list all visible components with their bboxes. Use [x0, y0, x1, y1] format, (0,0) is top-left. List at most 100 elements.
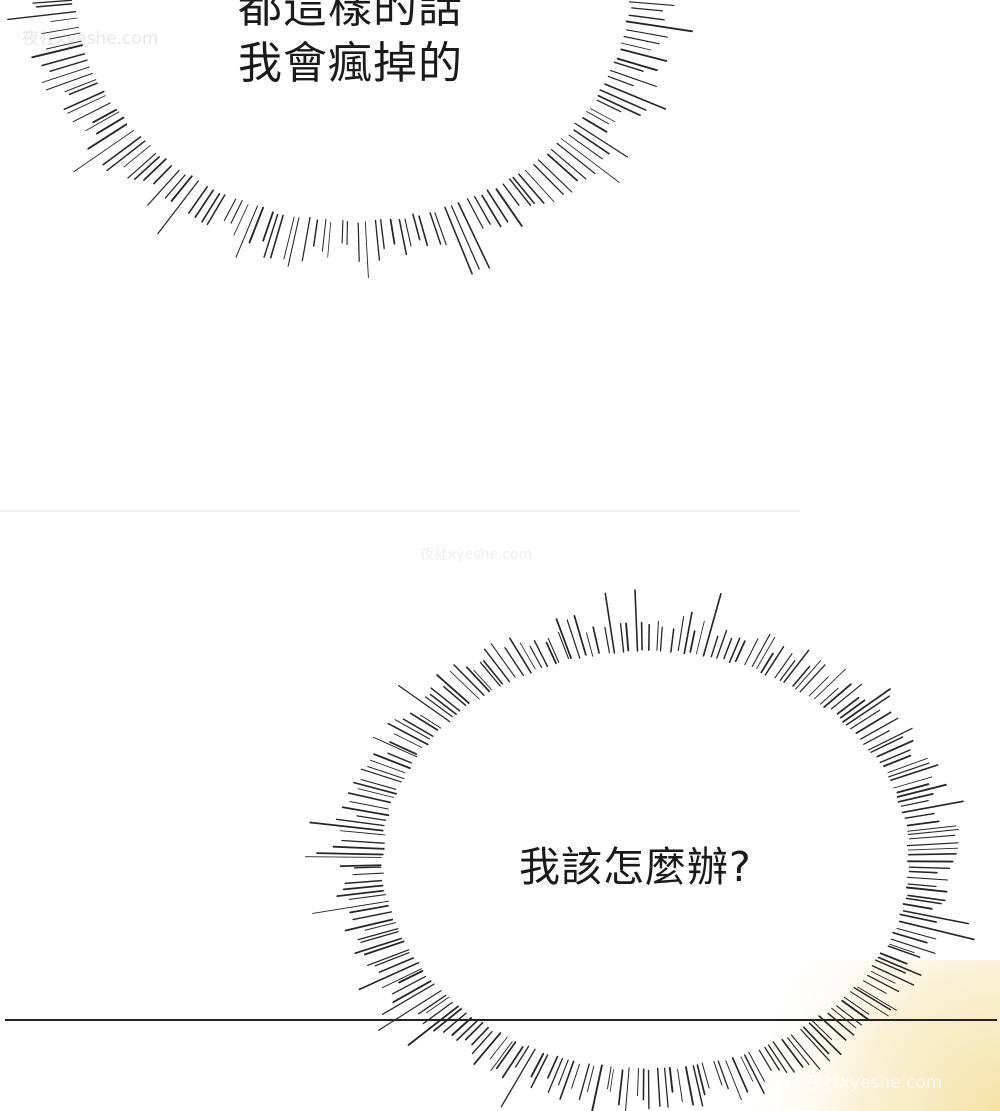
focus-line: [620, 48, 668, 62]
focus-line: [387, 722, 429, 746]
focus-line: [758, 1049, 772, 1071]
focus-line: [557, 631, 570, 660]
focus-line: [889, 943, 915, 954]
focus-line: [147, 169, 180, 206]
focus-line: [574, 122, 629, 158]
focus-line: [547, 1055, 559, 1079]
focus-line: [373, 753, 411, 769]
focus-line: [634, 589, 639, 652]
focus-line: [908, 870, 938, 874]
focus-line: [617, 1069, 624, 1106]
focus-line: [68, 82, 98, 96]
focus-line: [656, 620, 659, 651]
focus-line: [353, 866, 382, 869]
focus-line: [744, 638, 759, 666]
focus-line: [305, 856, 382, 858]
focus-line: [357, 788, 395, 798]
focus-line: [557, 1059, 569, 1086]
focus-line: [312, 219, 319, 247]
focus-line: [364, 221, 369, 278]
focus-line: [857, 986, 897, 1011]
focus-line: [808, 676, 829, 697]
watermark-top-left: 夜社xyeshe.com: [22, 29, 159, 49]
focus-line: [631, 7, 664, 12]
focus-line: [850, 991, 889, 1017]
focus-line: [713, 1060, 723, 1086]
focus-line: [875, 959, 906, 974]
bottom-thought-burst: [305, 589, 975, 1111]
focus-line: [908, 847, 959, 851]
focus-line: [619, 623, 625, 653]
focus-line: [896, 783, 947, 798]
focus-line: [157, 180, 200, 235]
focus-line: [823, 683, 852, 709]
bottom-bubble-text: 我該怎麼辦?: [519, 843, 752, 891]
focus-line: [357, 222, 360, 262]
focus-line: [592, 626, 600, 654]
focus-line: [482, 660, 504, 685]
focus-line: [787, 1037, 810, 1066]
focus-line: [374, 219, 381, 261]
focus-line: [63, 90, 105, 111]
focus-line: [72, 102, 111, 123]
focus-line: [316, 852, 384, 856]
focus-line: [50, 17, 78, 23]
focus-line: [248, 206, 265, 244]
focus-line: [524, 169, 555, 203]
focus-line: [170, 175, 193, 202]
focus-line: [466, 666, 491, 693]
focus-line: [907, 883, 937, 888]
focus-line: [481, 194, 502, 228]
focus-line: [836, 1005, 863, 1026]
focus-line: [887, 945, 921, 958]
focus-line: [430, 687, 461, 712]
focus-line: [571, 1063, 580, 1089]
focus-line: [898, 920, 975, 941]
focus-line: [586, 1065, 595, 1093]
focus-line: [369, 759, 406, 774]
focus-line: [867, 727, 913, 751]
focus-line: [902, 903, 933, 910]
focus-line: [398, 218, 408, 256]
focus-line: [887, 757, 928, 774]
focus-line: [223, 198, 237, 222]
focus-line: [830, 683, 863, 710]
focus-line: [663, 1067, 669, 1108]
focus-line: [862, 980, 887, 994]
focus-line: [420, 714, 442, 729]
focus-line: [49, 59, 88, 72]
focus-line: [529, 645, 543, 669]
focus-line: [349, 800, 389, 810]
focus-line: [827, 1012, 855, 1036]
focus-line: [783, 649, 810, 683]
focus-line: [429, 212, 442, 245]
focus-line: [850, 709, 881, 730]
focus-line: [841, 999, 871, 1022]
focus-line: [367, 949, 410, 966]
focus-line: [123, 144, 151, 168]
focus-line: [332, 845, 385, 850]
focus-line: [41, 66, 90, 83]
top-bubble-line-2: 我會瘋掉的: [238, 38, 463, 89]
top-thought-burst: [7, 0, 693, 278]
focus-line: [495, 1041, 517, 1070]
focus-line: [357, 928, 399, 941]
focus-line: [908, 852, 957, 856]
focus-line: [607, 1066, 612, 1090]
focus-line: [348, 894, 387, 900]
focus-line: [628, 14, 665, 21]
focus-line: [263, 213, 279, 258]
top-bubble-text: 都這樣的話 我會瘋掉的: [238, 0, 463, 98]
focus-line: [547, 637, 560, 663]
focus-line: [625, 622, 630, 652]
focus-line: [449, 670, 480, 700]
focus-line: [341, 839, 385, 844]
focus-line: [533, 163, 564, 195]
focus-line: [566, 619, 581, 659]
focus-line: [486, 189, 509, 223]
focus-line: [426, 996, 450, 1014]
focus-line: [906, 842, 959, 847]
focus-line: [381, 983, 435, 1015]
focus-line: [908, 834, 956, 840]
focus-line: [640, 621, 643, 651]
